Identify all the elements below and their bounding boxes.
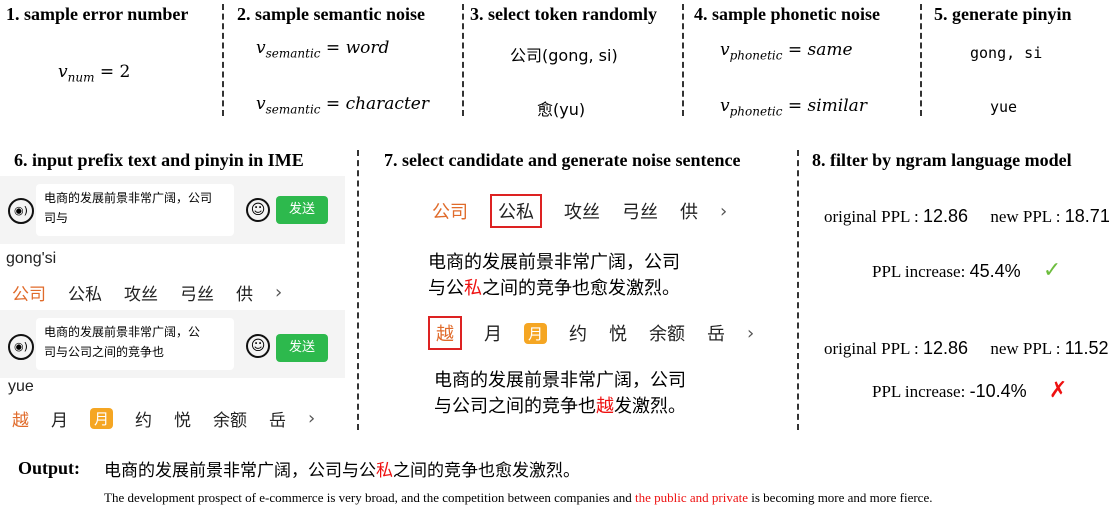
step1-formula: vnum = 2 bbox=[58, 62, 131, 85]
output-sentence-zh: 电商的发展前景非常广阔，公司与公私之间的竞争也愈发激烈。 bbox=[104, 461, 580, 481]
chevron-right-icon[interactable]: › bbox=[308, 408, 316, 429]
noise-sentence-2: 电商的发展前景非常广阔，公司 与公司之间的竞争也越发激烈。 bbox=[434, 370, 686, 417]
step4-formula-similar: vphonetic = similar bbox=[720, 96, 867, 119]
step5-pinyin1: gong, si bbox=[970, 44, 1043, 62]
step7-title: 7. select candidate and generate noise s… bbox=[384, 150, 741, 170]
ime-candidate-row-2: 越 月 月 约 悦 余额 岳 › bbox=[12, 406, 315, 431]
case1-ppl-line: original PPL : 12.86 new PPL : 18.71 bbox=[824, 206, 1110, 226]
emoji-icon[interactable]: ☺ bbox=[246, 198, 270, 222]
candidate[interactable]: 约 bbox=[569, 324, 588, 345]
step2-formula-word: vsemantic = word bbox=[256, 38, 390, 61]
candidate[interactable]: 岳 bbox=[707, 324, 726, 345]
step4-title: 4. sample phonetic noise bbox=[694, 4, 881, 24]
select-candidate-row-1: 公司 公私 攻丝 弓丝 供 › bbox=[432, 194, 727, 228]
step5-pinyin2: yue bbox=[990, 98, 1018, 116]
chat-input-1[interactable]: 电商的发展前景非常广阔，公司司与 bbox=[36, 184, 234, 236]
selected-candidate[interactable]: 公私 bbox=[490, 194, 542, 228]
step3-token2: 愈(yu) bbox=[537, 100, 586, 119]
chevron-right-icon[interactable]: › bbox=[275, 282, 283, 303]
voice-icon[interactable]: ◉) bbox=[8, 198, 34, 224]
ime-candidate[interactable]: 公私 bbox=[68, 285, 102, 305]
step3-token1: 公司(gong, si) bbox=[510, 46, 618, 65]
step8-title: 8. filter by ngram language model bbox=[812, 150, 1072, 170]
separator bbox=[222, 4, 224, 116]
ime-candidate[interactable]: 月 bbox=[90, 408, 114, 429]
separator bbox=[682, 4, 684, 116]
ime-candidate-row-1: 公司 公私 攻丝 弓丝 供 › bbox=[12, 280, 282, 305]
check-icon: ✓ bbox=[1042, 258, 1062, 283]
ime-candidate[interactable]: 越 bbox=[12, 411, 29, 431]
candidate[interactable]: 悦 bbox=[609, 324, 628, 345]
selected-candidate[interactable]: 越 bbox=[428, 316, 462, 350]
candidate[interactable]: 余额 bbox=[649, 324, 686, 345]
separator bbox=[357, 150, 359, 430]
ime-candidate[interactable]: 弓丝 bbox=[180, 285, 214, 305]
separator bbox=[920, 4, 922, 116]
step2-title: 2. sample semantic noise bbox=[237, 4, 425, 24]
ime-candidate[interactable]: 约 bbox=[135, 411, 153, 431]
ime-candidate[interactable]: 公司 bbox=[12, 285, 46, 305]
candidate[interactable]: 月 bbox=[524, 322, 548, 344]
step5-title: 5. generate pinyin bbox=[934, 4, 1072, 24]
ime-pinyin-1: gong'si bbox=[6, 250, 57, 267]
step6-title: 6. input prefix text and pinyin in IME bbox=[14, 150, 304, 170]
case2-ppl-line: original PPL : 12.86 new PPL : 11.52 bbox=[824, 338, 1109, 358]
step4-formula-same: vphonetic = same bbox=[720, 40, 853, 63]
ime-candidate[interactable]: 供 bbox=[236, 285, 253, 305]
ime-candidate[interactable]: 悦 bbox=[174, 411, 192, 431]
separator bbox=[462, 4, 464, 116]
case2-increase: PPL increase: -10.4% ✗ bbox=[872, 378, 1068, 403]
separator bbox=[797, 150, 799, 430]
ime-candidate[interactable]: 岳 bbox=[269, 411, 287, 431]
ime-candidate[interactable]: 攻丝 bbox=[124, 285, 158, 305]
chevron-right-icon[interactable]: › bbox=[747, 322, 755, 344]
ime-pinyin-2: yue bbox=[8, 378, 34, 395]
step2-formula-character: vsemantic = character bbox=[256, 94, 429, 117]
emoji-icon[interactable]: ☺ bbox=[246, 334, 270, 358]
ime-candidate[interactable]: 余额 bbox=[213, 411, 248, 431]
select-candidate-row-2: 越 月 月 约 悦 余额 岳 › bbox=[428, 316, 754, 350]
step1-title: 1. sample error number bbox=[6, 4, 189, 24]
chat-input-2[interactable]: 电商的发展前景非常广阔，公司与公司之间的竞争也 bbox=[36, 318, 234, 370]
ime-chat-bar-1: ◉) 电商的发展前景非常广阔，公司司与 ☺ 发送 bbox=[0, 176, 345, 244]
candidate[interactable]: 月 bbox=[484, 324, 502, 345]
noise-sentence-1: 电商的发展前景非常广阔，公司 与公私之间的竞争也愈发激烈。 bbox=[428, 252, 680, 299]
send-button[interactable]: 发送 bbox=[276, 334, 328, 362]
candidate[interactable]: 公司 bbox=[432, 202, 468, 223]
case1-increase: PPL increase: 45.4% ✓ bbox=[872, 258, 1062, 283]
cross-icon: ✗ bbox=[1048, 378, 1068, 403]
chevron-right-icon[interactable]: › bbox=[720, 200, 728, 222]
candidate[interactable]: 攻丝 bbox=[564, 202, 600, 223]
voice-icon[interactable]: ◉) bbox=[8, 334, 34, 360]
ime-chat-bar-2: ◉) 电商的发展前景非常广阔，公司与公司之间的竞争也 ☺ 发送 bbox=[0, 310, 345, 378]
output-sentence-en: The development prospect of e-commerce i… bbox=[104, 490, 933, 505]
output-label: Output: bbox=[18, 458, 81, 478]
candidate[interactable]: 弓丝 bbox=[622, 202, 658, 223]
step3-title: 3. select token randomly bbox=[470, 4, 657, 24]
candidate[interactable]: 供 bbox=[680, 202, 698, 223]
ime-candidate[interactable]: 月 bbox=[51, 411, 68, 431]
send-button[interactable]: 发送 bbox=[276, 196, 328, 224]
